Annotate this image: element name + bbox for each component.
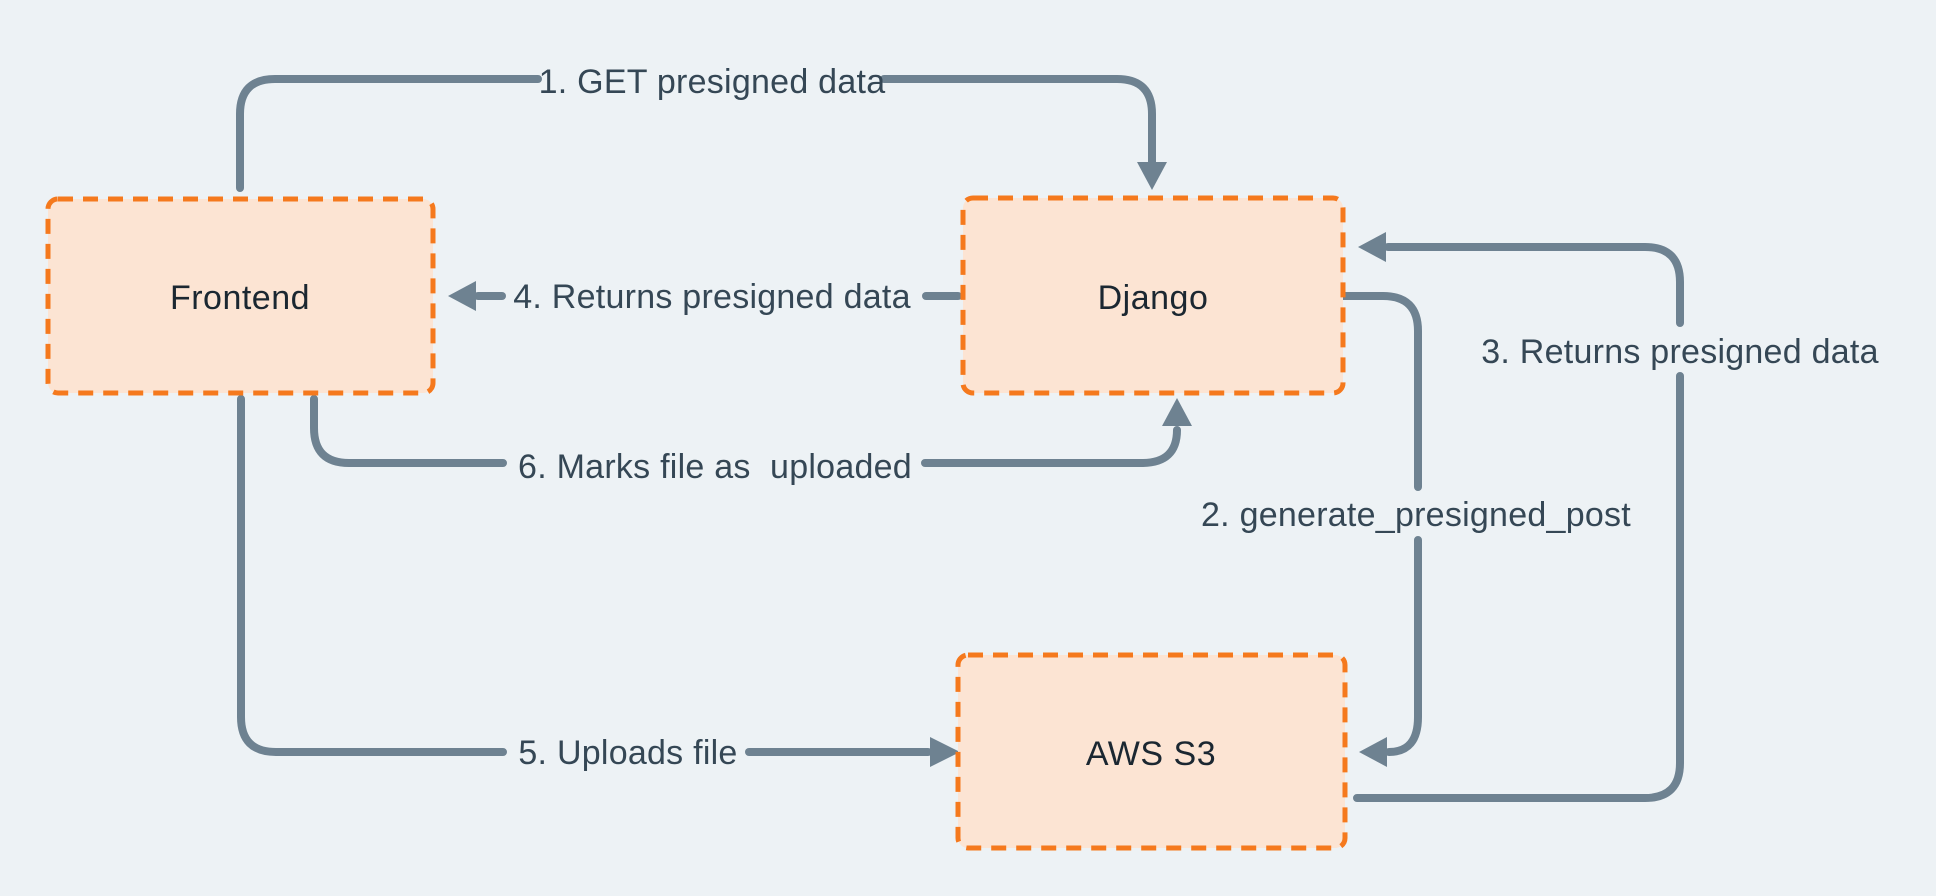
edge-6-arrowhead-up bbox=[1162, 398, 1192, 426]
edge-1-arrowhead-down bbox=[1137, 162, 1167, 190]
edge-3-label: 3. Returns presigned data bbox=[1481, 333, 1879, 371]
edge-4-label: 4. Returns presigned data bbox=[513, 278, 911, 316]
edge-3-line-bottom bbox=[1353, 372, 1684, 802]
edge-2-arrowhead-left bbox=[1359, 737, 1387, 767]
edge-uploads-file: 5. Uploads file bbox=[237, 395, 960, 772]
edge-5-arrowhead-right bbox=[930, 737, 960, 767]
node-frontend: Frontend bbox=[45, 196, 436, 396]
edge-1-label: 1. GET presigned data bbox=[539, 63, 886, 101]
edge-returns-presigned-data-to-frontend: 4. Returns presigned data bbox=[448, 278, 962, 316]
edge-3-line-top bbox=[1384, 243, 1684, 327]
node-aws-s3: AWS S3 bbox=[955, 652, 1348, 851]
edge-1-line-left bbox=[236, 75, 542, 192]
edge-returns-presigned-data-to-django: 3. Returns presigned data bbox=[1353, 232, 1879, 802]
edge-6-label: 6. Marks file as uploaded bbox=[518, 448, 912, 486]
edge-6-line-left bbox=[310, 395, 507, 467]
edge-3-arrowhead-left bbox=[1358, 232, 1386, 262]
node-aws-s3-box bbox=[955, 652, 1348, 851]
edge-5-line-left bbox=[237, 395, 507, 756]
edge-4-arrowhead-left bbox=[448, 281, 476, 311]
node-aws-s3-label: AWS S3 bbox=[1086, 735, 1216, 773]
edge-1-line-right bbox=[880, 75, 1156, 166]
edge-get-presigned-data: 1. GET presigned data bbox=[236, 63, 1167, 192]
node-frontend-label: Frontend bbox=[170, 279, 310, 317]
edge-generate-presigned-post: 2. generate_presigned_post bbox=[1201, 292, 1631, 767]
edge-2-line-top bbox=[1339, 292, 1422, 491]
edge-5-label: 5. Uploads file bbox=[518, 734, 737, 772]
edge-6-line-right bbox=[921, 426, 1181, 467]
node-django-box bbox=[960, 195, 1346, 396]
node-django-label: Django bbox=[1098, 279, 1209, 317]
node-frontend-box bbox=[45, 196, 436, 396]
edge-2-label: 2. generate_presigned_post bbox=[1201, 496, 1631, 534]
node-django: Django bbox=[960, 195, 1346, 396]
edge-2-line-bottom bbox=[1385, 536, 1422, 756]
edge-marks-file-uploaded: 6. Marks file as uploaded bbox=[310, 395, 1192, 486]
